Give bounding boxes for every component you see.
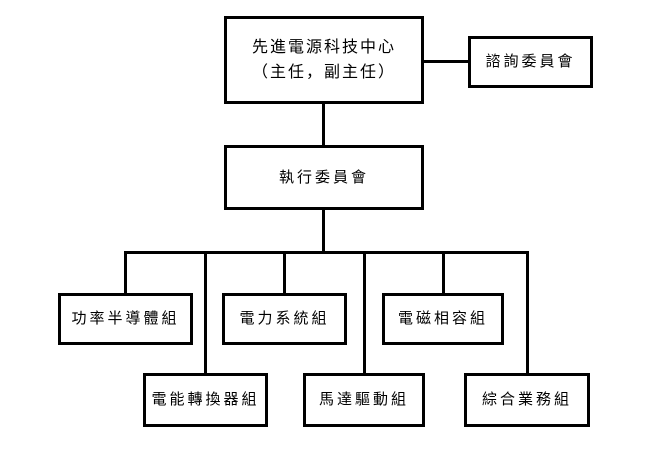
node-group-power-converter: 電能轉換器組 <box>143 373 268 427</box>
node-group6-label: 綜合業務組 <box>481 390 572 409</box>
node-group-power-semiconductor: 功率半導體組 <box>58 293 193 345</box>
node-group5-label: 馬達驅動組 <box>318 390 409 409</box>
connector-executive-manifold <box>322 208 325 253</box>
node-group1-label: 功率半導體組 <box>71 309 180 328</box>
connector-drop-group6 <box>525 251 529 375</box>
node-group3-label: 電磁相容組 <box>397 309 488 328</box>
node-group2-label: 電力系統組 <box>239 309 330 328</box>
connector-drop-group1 <box>124 251 127 295</box>
connector-center-advisory <box>421 60 468 63</box>
node-executive-label: 執行委員會 <box>278 167 369 186</box>
connector-drop-group4 <box>204 251 207 375</box>
node-executive-committee: 執行委員會 <box>224 145 424 210</box>
node-center-title: 先進電源科技中心 <box>251 37 396 57</box>
node-center-director: 先進電源科技中心 （主任，副主任） <box>224 16 424 104</box>
node-group4-label: 電能轉換器組 <box>151 390 260 409</box>
connector-drop-group3 <box>441 251 445 295</box>
node-group-power-system: 電力系統組 <box>222 293 347 345</box>
connector-manifold-bus <box>124 251 529 254</box>
node-group-general-affairs: 綜合業務組 <box>464 373 590 427</box>
connector-drop-group5 <box>362 251 366 375</box>
node-advisory-committee: 諮詢委員會 <box>468 36 593 88</box>
connector-center-executive <box>322 102 325 147</box>
node-center-subtitle: （主任，副主任） <box>251 62 396 81</box>
node-group-electromagnetic-compatibility: 電磁相容組 <box>382 293 504 345</box>
connector-drop-group2 <box>283 251 286 295</box>
node-advisory-label: 諮詢委員會 <box>485 52 576 71</box>
node-group-motor-drive: 馬達驅動組 <box>303 373 425 427</box>
